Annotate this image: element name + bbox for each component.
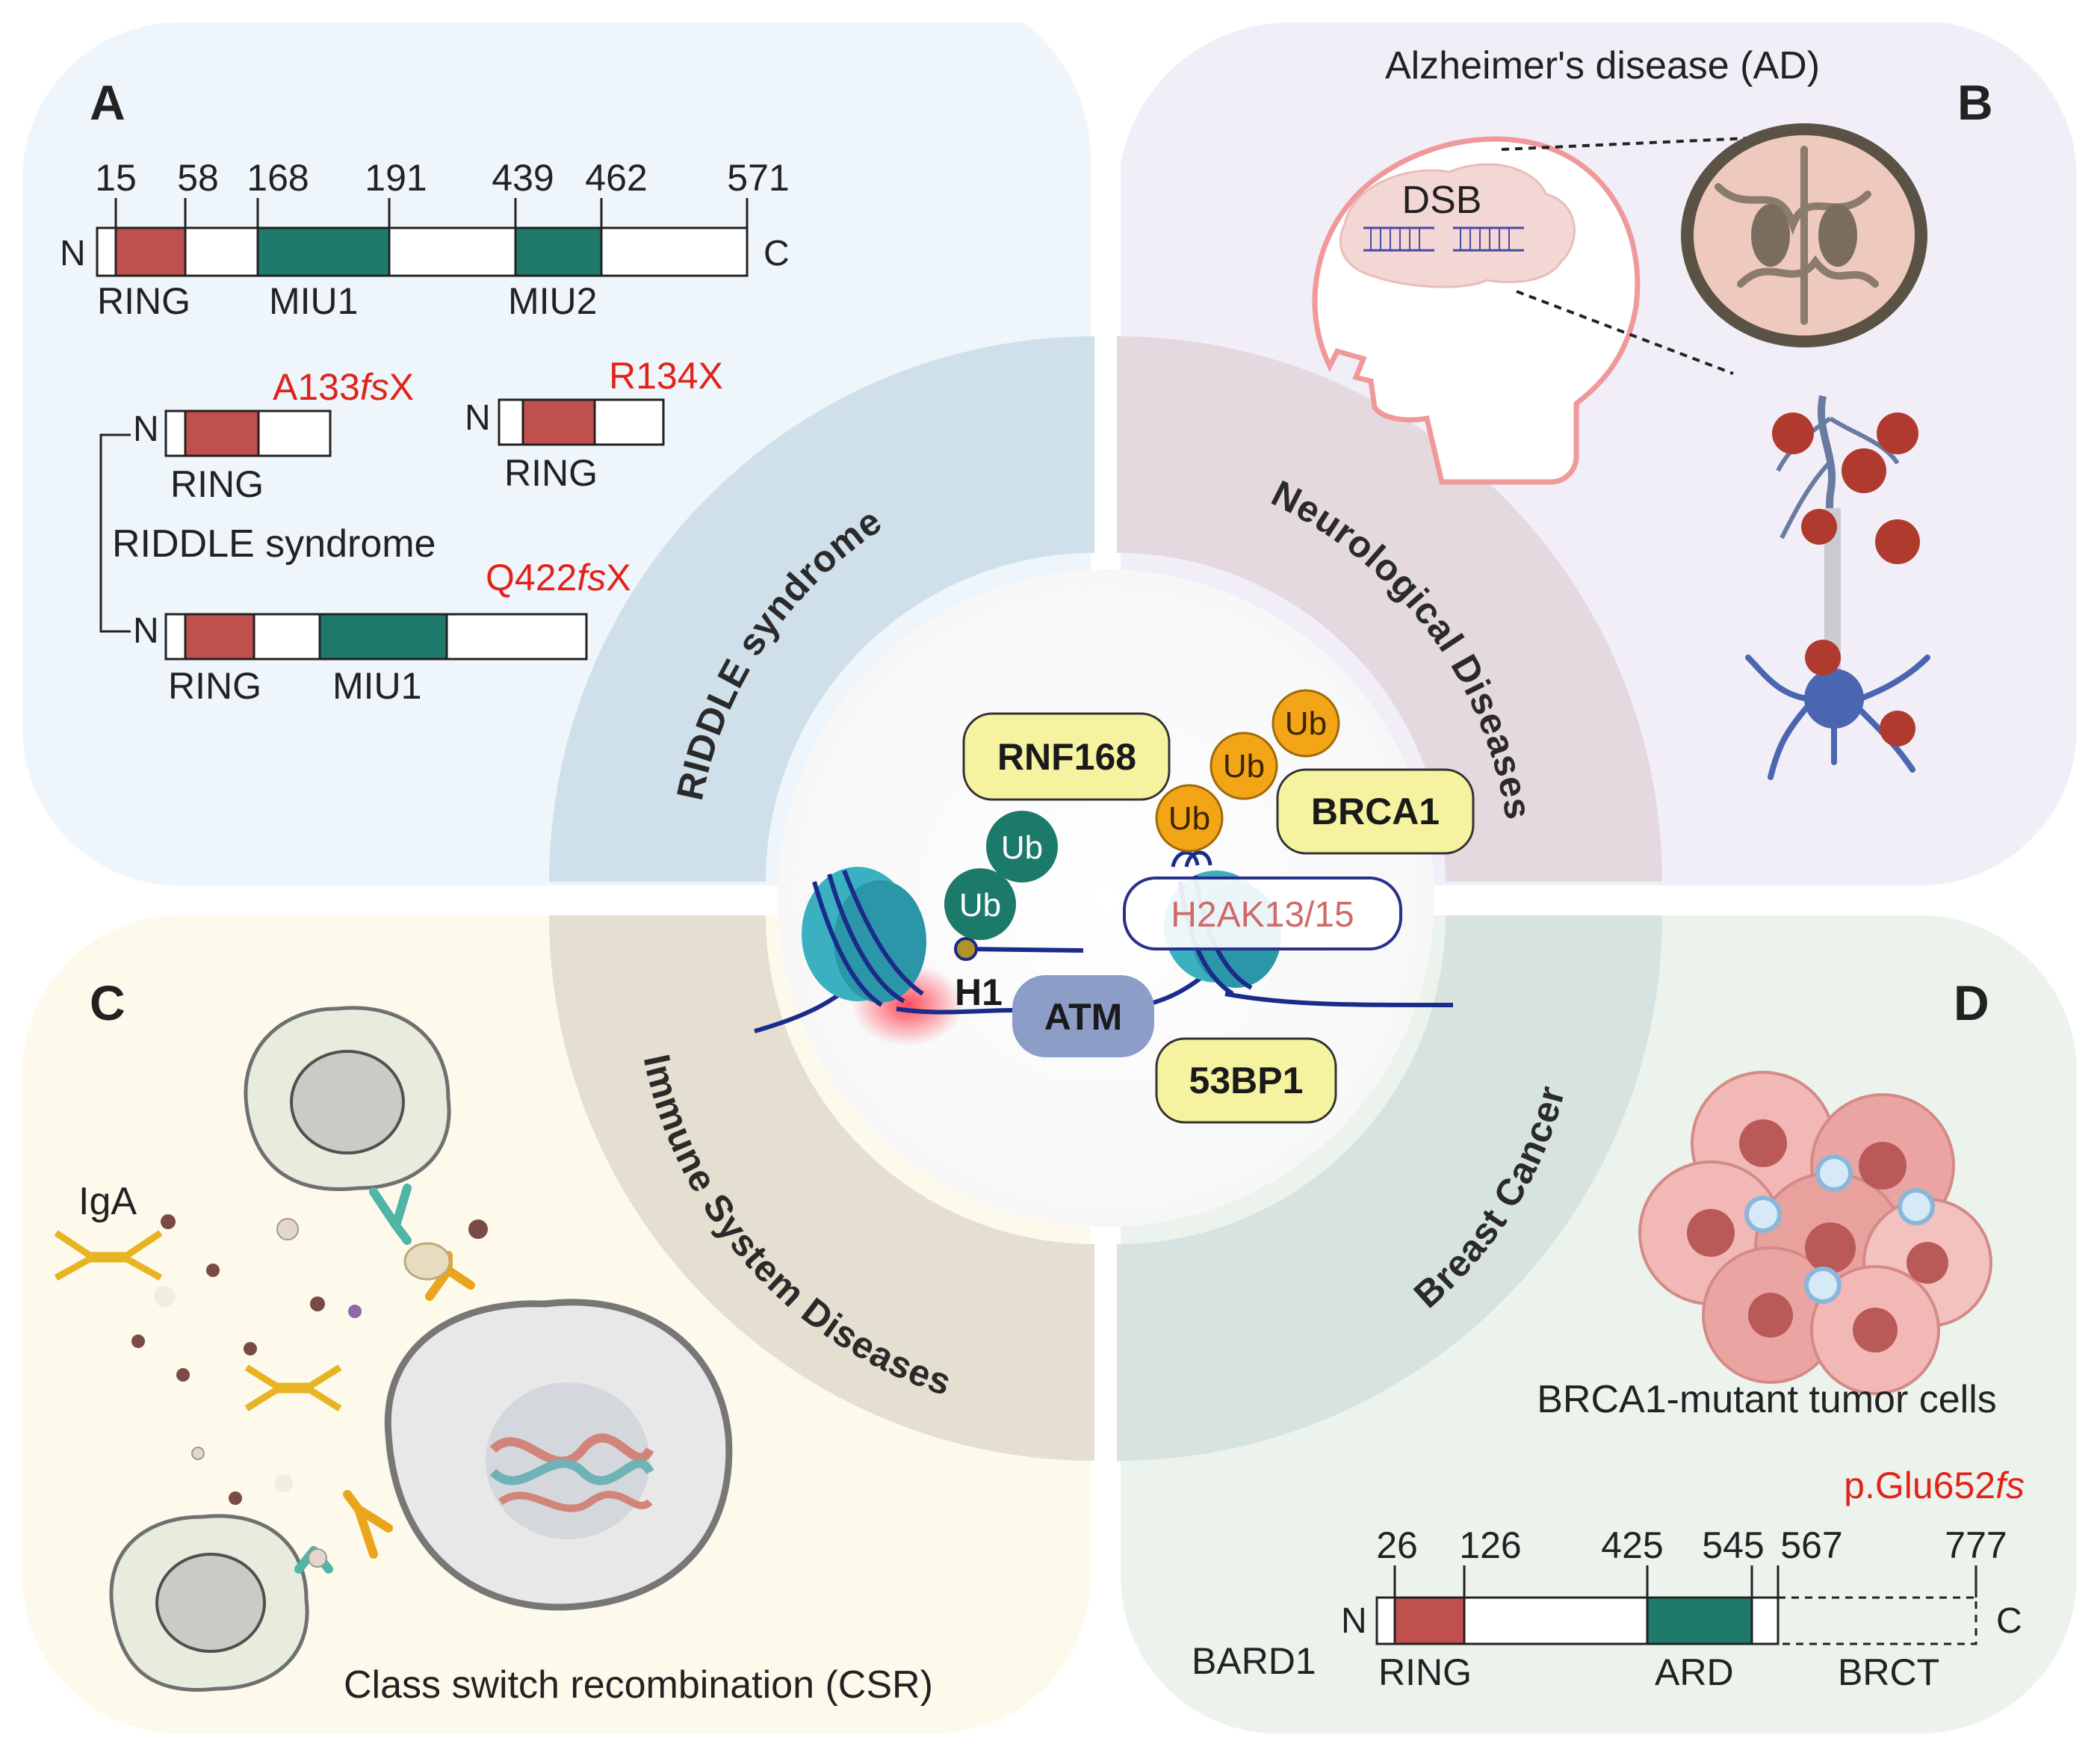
mutant-q422fsx: Q422fsX N RING MIU1 xyxy=(133,557,631,707)
mutant-r134x: R134X N RING xyxy=(465,355,723,494)
b-cell xyxy=(384,1299,733,1611)
bard1-label: BARD1 xyxy=(1192,1640,1316,1682)
connector-to-brain-section xyxy=(1501,137,1749,151)
bard1-brct: BRCT xyxy=(1838,1651,1939,1693)
panel-b: Alzheimer's disease (AD) B DSB xyxy=(1312,44,1993,780)
mut2-n: N xyxy=(465,398,491,438)
bard1-pos-126: 126 xyxy=(1459,1524,1521,1566)
panel-a: A 15 58 168 191 439 462 571 N xyxy=(60,75,790,707)
pos-439: 439 xyxy=(492,157,554,199)
pos-191: 191 xyxy=(365,157,427,199)
h1-site xyxy=(954,937,978,961)
dna-break-icon xyxy=(1363,226,1524,252)
pos-168: 168 xyxy=(247,157,309,199)
csr-caption: Class switch recombination (CSR) xyxy=(344,1663,933,1707)
brain-shape xyxy=(1339,163,1576,288)
bard1-protein: 26 126 425 545 567 777 N C BARD1 RING AR… xyxy=(1192,1524,2022,1693)
atm-label: ATM xyxy=(1044,996,1123,1038)
h1-linker xyxy=(965,947,1084,953)
neuron-icon xyxy=(1745,395,1930,780)
pos-571: 571 xyxy=(727,157,789,199)
h2ak-label: H2AK13/15 xyxy=(1171,895,1354,935)
t-cell-top xyxy=(244,1006,451,1191)
n-terminus: N xyxy=(60,234,86,273)
panel-b-title: Alzheimer's disease (AD) xyxy=(1385,44,1820,87)
atm-blob: ATM xyxy=(1012,975,1154,1057)
ub-orange-2: Ub xyxy=(1209,732,1278,800)
pos-462: 462 xyxy=(585,157,647,199)
mut3-miu1: MIU1 xyxy=(332,665,421,707)
svg-text:Ub: Ub xyxy=(959,887,1001,924)
mut3-ring: RING xyxy=(168,665,261,707)
panel-c-label: C xyxy=(90,975,126,1030)
rnf168-full-protein: 15 58 168 191 439 462 571 N C RING MIU1 … xyxy=(60,157,790,322)
panel-d-label: D xyxy=(1954,975,1989,1030)
domain-miu2: MIU2 xyxy=(508,280,597,322)
pos-58: 58 xyxy=(177,157,219,199)
ub-orange-3: Ub xyxy=(1155,784,1224,853)
53bp1-pill: 53BP1 xyxy=(1155,1037,1337,1124)
connector-to-neuron xyxy=(1516,290,1734,375)
syndrome-bracket xyxy=(99,433,131,633)
mutation-a133fsx: A133fsX xyxy=(273,366,414,408)
bard1-pos-545: 545 xyxy=(1702,1524,1764,1566)
bard1-pos-425: 425 xyxy=(1601,1524,1663,1566)
svg-text:Ub: Ub xyxy=(1168,800,1210,837)
iga-label: IgA xyxy=(78,1180,137,1223)
svg-text:Ub: Ub xyxy=(1001,829,1043,866)
bard1-n: N xyxy=(1341,1601,1367,1641)
pos-15: 15 xyxy=(95,157,137,199)
mutant-a133fsx: A133fsX N RING xyxy=(133,366,414,505)
mut1-n: N xyxy=(133,409,159,449)
h2ak-box: H2AK13/15 xyxy=(1123,876,1402,950)
c-terminus: C xyxy=(764,234,790,273)
mutation-r134x: R134X xyxy=(609,355,723,397)
iga-antibody-1 xyxy=(54,1230,163,1281)
mutation-pglu652fs: p.Glu652fs xyxy=(1844,1465,2025,1506)
dsb-label: DSB xyxy=(1402,179,1482,222)
center-ddr: H1 Ub Ub RNF168 Ub Ub Ub xyxy=(754,689,1475,1124)
bard1-pos-567: 567 xyxy=(1780,1524,1842,1566)
panel-b-label: B xyxy=(1957,75,1993,130)
riddle-syndrome-label: RIDDLE syndrome xyxy=(112,522,436,566)
mutation-q422fsx: Q422fsX xyxy=(486,557,631,599)
domain-miu1: MIU1 xyxy=(269,280,358,322)
bard1-pos-777: 777 xyxy=(1945,1524,2007,1566)
rnf168-pill: RNF168 xyxy=(962,712,1171,801)
bard1-c: C xyxy=(1996,1601,2022,1641)
bard1-ring: RING xyxy=(1378,1651,1472,1693)
brca1-label: BRCA1 xyxy=(1311,791,1440,832)
receptors xyxy=(294,1184,475,1574)
bard1-pos-26: 26 xyxy=(1376,1524,1418,1566)
panel-c: C IgA xyxy=(54,975,933,1707)
cytokine-particles xyxy=(131,1214,488,1568)
tumor-cluster-icon xyxy=(1638,1071,1992,1395)
ring-quadrants xyxy=(549,336,1662,1461)
mut2-ring: RING xyxy=(504,452,598,494)
tumor-caption: BRCA1-mutant tumor cells xyxy=(1537,1378,1997,1421)
mut1-ring: RING xyxy=(170,463,264,505)
iga-antibody-2 xyxy=(244,1364,342,1412)
brain-section-icon xyxy=(1681,123,1927,347)
svg-text:Ub: Ub xyxy=(1223,748,1265,785)
nucleosome-left xyxy=(802,867,926,1007)
domain-ring: RING xyxy=(97,280,191,322)
mut3-n: N xyxy=(133,611,159,651)
panel-d: D BRCA1-mutant tumor cells p.Glu652fs xyxy=(1192,975,2025,1693)
rnf168-label: RNF168 xyxy=(997,736,1136,778)
h1-label: H1 xyxy=(955,971,1003,1013)
ub-orange-1: Ub xyxy=(1272,689,1340,758)
53bp1-label: 53BP1 xyxy=(1189,1060,1304,1101)
ub-green-1: Ub xyxy=(986,811,1058,882)
svg-text:Ub: Ub xyxy=(1285,705,1327,742)
bard1-ard: ARD xyxy=(1655,1651,1734,1693)
panel-a-label: A xyxy=(90,75,126,130)
ub-green-2: Ub xyxy=(944,868,1016,940)
brca1-pill: BRCA1 xyxy=(1276,768,1475,855)
t-cell-bottom xyxy=(109,1514,309,1692)
